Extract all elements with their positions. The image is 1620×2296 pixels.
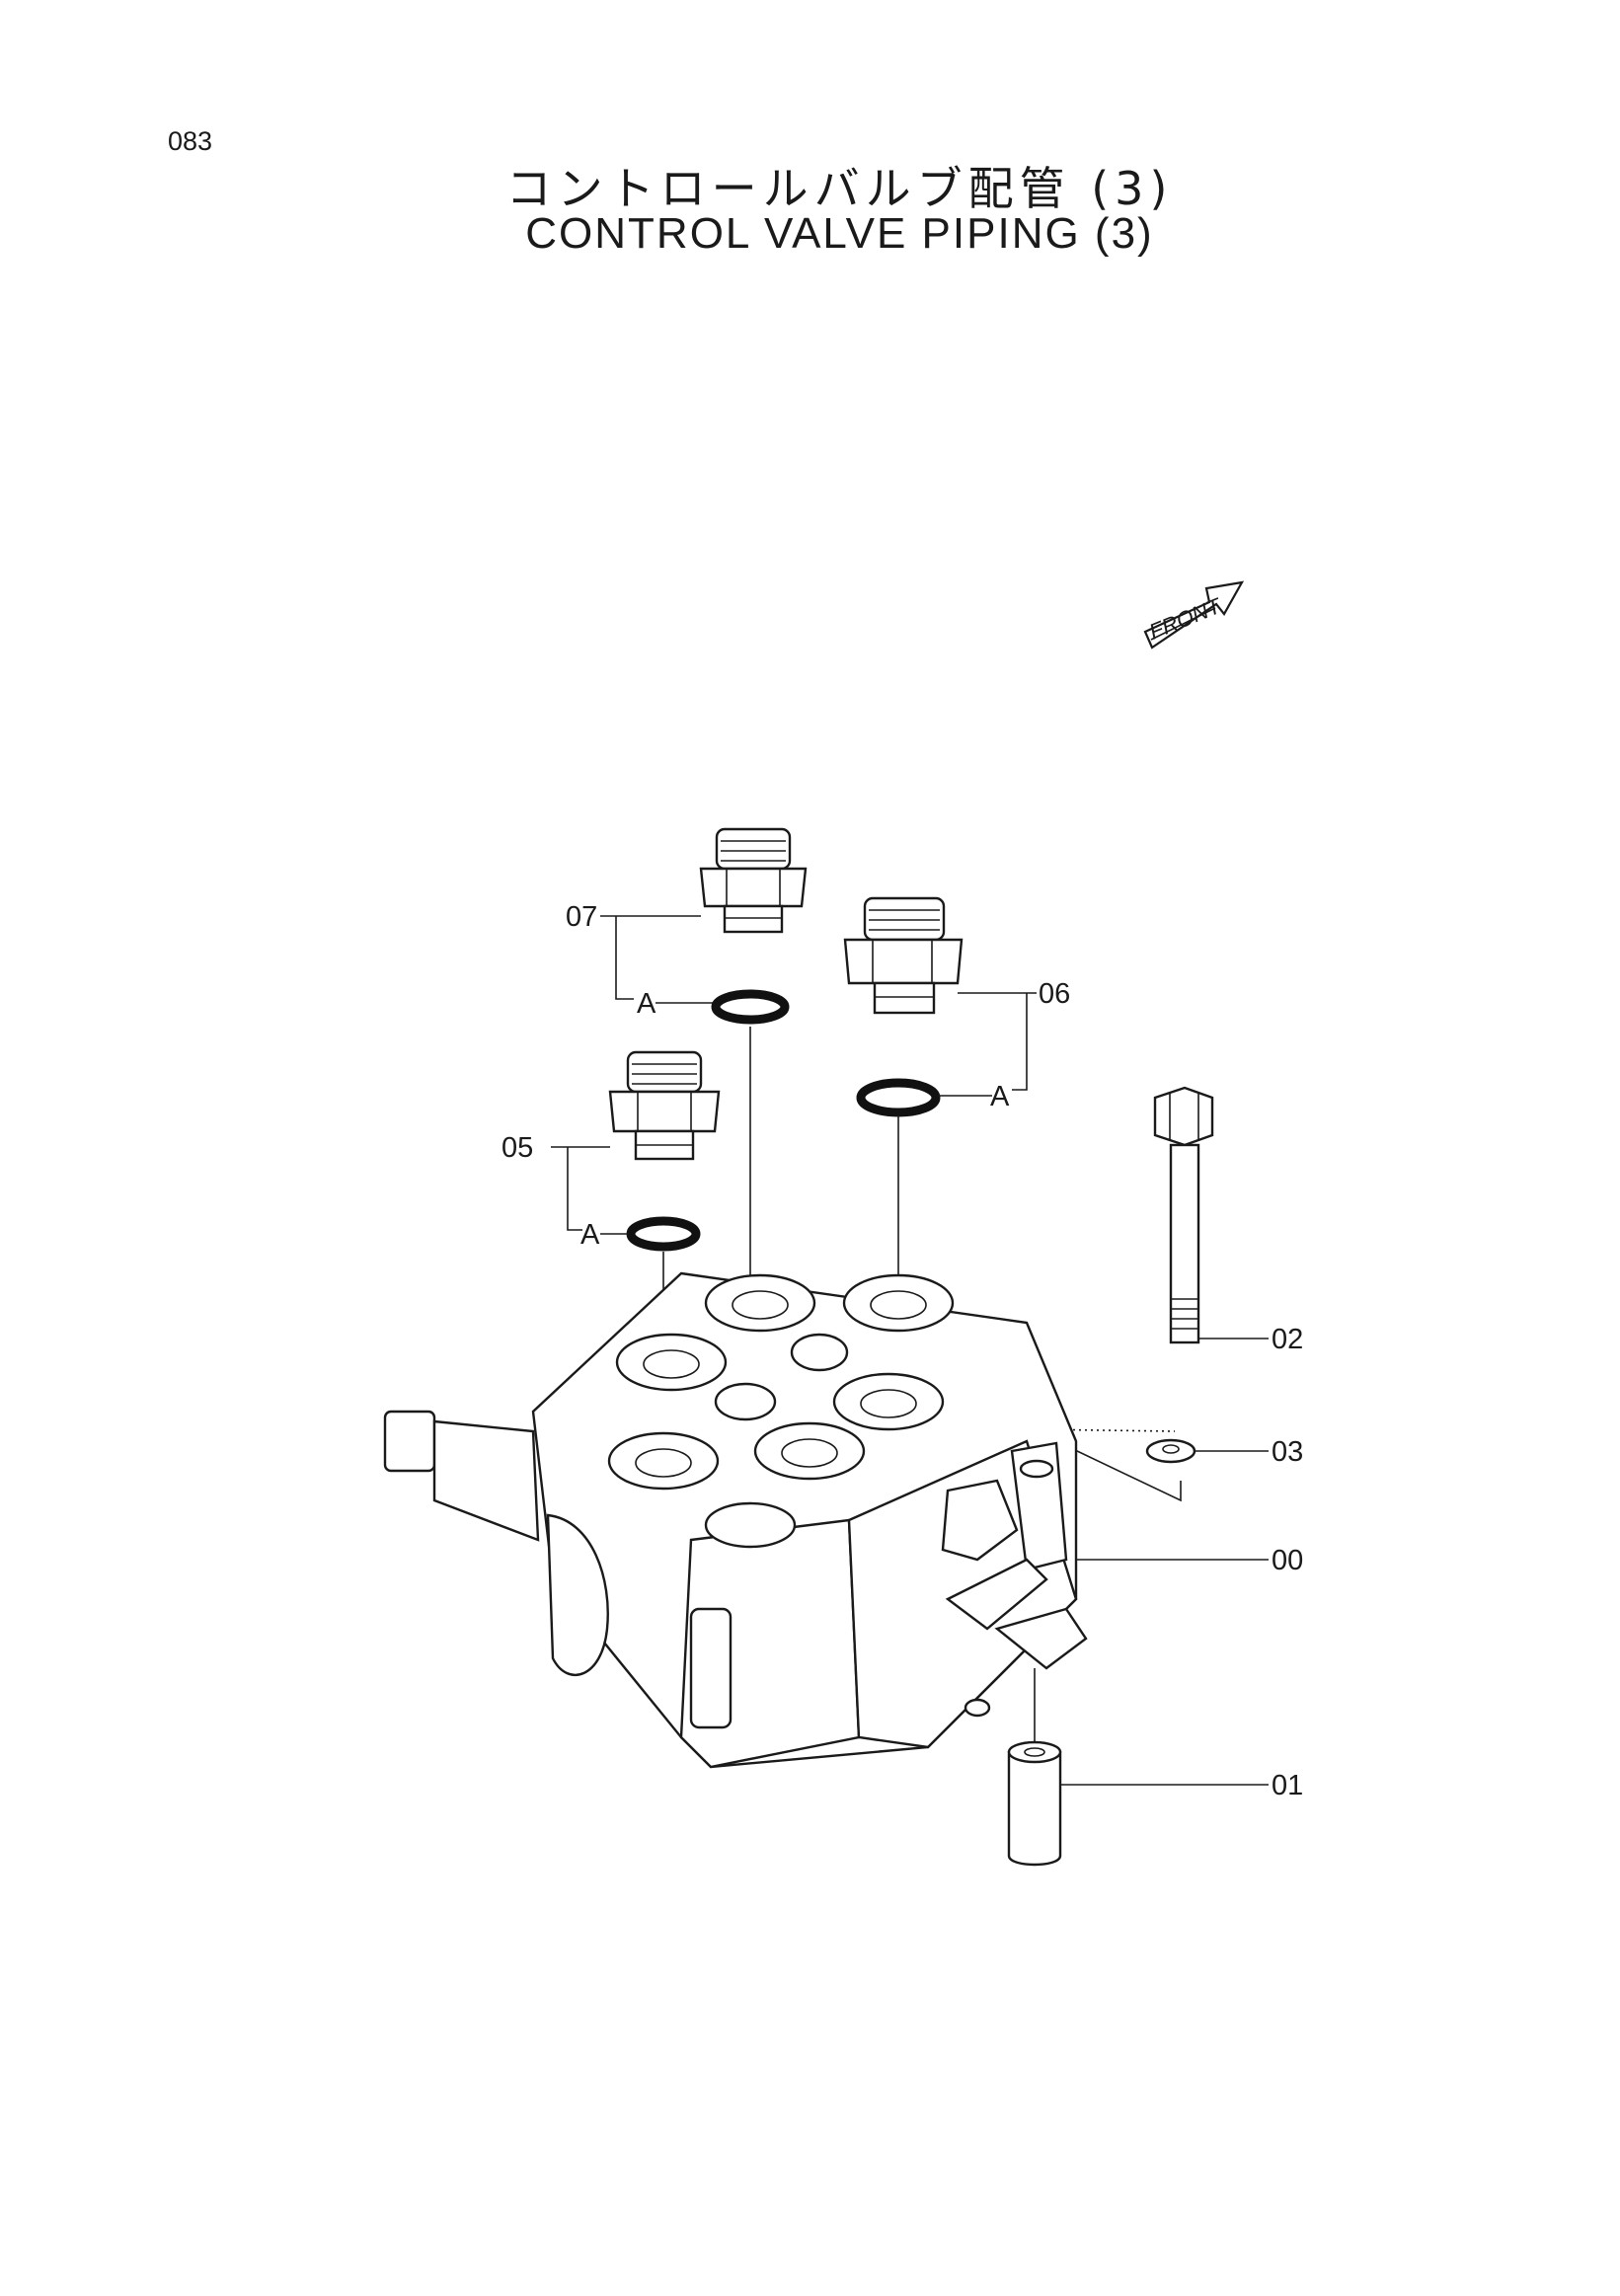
callout-a-06: A bbox=[990, 1081, 1010, 1112]
bolt-02 bbox=[1153, 1086, 1269, 1344]
title-english: CONTROL VALVE PIPING (3) bbox=[525, 209, 1154, 258]
callout-06: 06 bbox=[1039, 978, 1070, 1010]
plug-01 bbox=[1007, 1668, 1269, 1867]
callout-05: 05 bbox=[501, 1132, 533, 1164]
control-valve-00 bbox=[383, 1271, 1269, 1769]
callout-01: 01 bbox=[1272, 1770, 1303, 1801]
page-number: 083 bbox=[168, 126, 213, 156]
callout-03: 03 bbox=[1272, 1436, 1303, 1468]
o-ring-07 bbox=[711, 989, 790, 1025]
callout-02: 02 bbox=[1272, 1324, 1303, 1355]
front-arrow-marker: FRONT bbox=[1143, 580, 1245, 650]
fitting-06 bbox=[843, 896, 964, 1015]
washer-03 bbox=[1145, 1438, 1269, 1464]
o-ring-06 bbox=[856, 1078, 941, 1117]
callout-a-05: A bbox=[580, 1219, 600, 1251]
callout-07: 07 bbox=[566, 901, 597, 933]
callout-a-07: A bbox=[637, 988, 656, 1020]
fitting-05 bbox=[608, 1050, 721, 1161]
o-ring-05 bbox=[626, 1216, 701, 1252]
front-marker-label: FRONT bbox=[1146, 592, 1226, 644]
fitting-07 bbox=[699, 827, 808, 934]
callout-00: 00 bbox=[1272, 1545, 1303, 1576]
leader-lines bbox=[551, 915, 1037, 1235]
title-japanese: コントロールバルブ配管 (3) bbox=[505, 162, 1174, 215]
